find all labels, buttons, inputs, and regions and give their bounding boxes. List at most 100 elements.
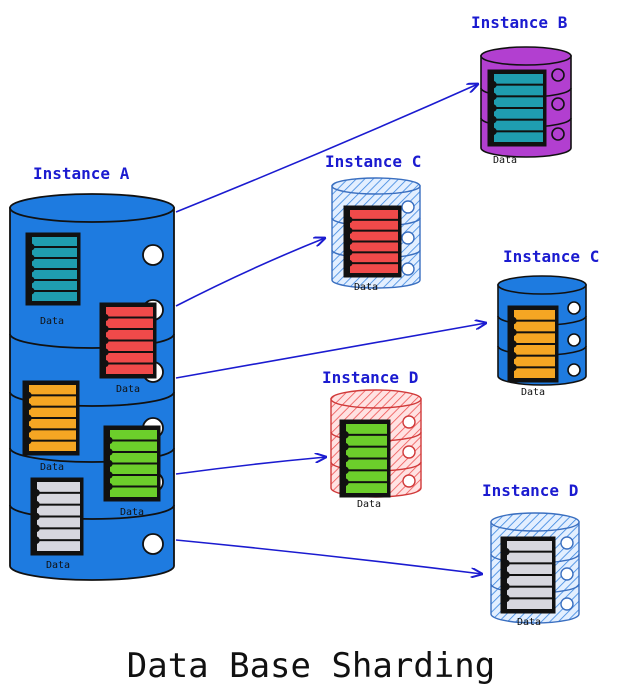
document-row (350, 220, 398, 230)
arrow-to-instance-b (175, 84, 478, 213)
instance-d-bottom-label: Instance D (482, 481, 578, 500)
document-row (106, 353, 153, 363)
instance-c-top: Instance C Data (325, 152, 421, 293)
instance-c-right-doc (507, 305, 559, 383)
instance-b-doc (487, 69, 547, 147)
document-row (507, 552, 552, 563)
document-row (106, 307, 153, 317)
document-row (110, 476, 157, 486)
instance-b-label: Instance B (471, 13, 568, 32)
document-bullet (489, 104, 497, 112)
document-row (507, 564, 552, 574)
document-bullet (24, 391, 32, 399)
document-bullet (27, 276, 35, 284)
document-row (110, 464, 157, 474)
document-bullet (24, 414, 32, 422)
document-bullet (489, 92, 497, 101)
document-row (494, 74, 543, 84)
document-row (507, 587, 552, 598)
document-row (494, 120, 543, 131)
document-row (346, 447, 387, 458)
arrow-to-instance-d-bottom (175, 539, 482, 574)
arrow-to-instance-c-top (175, 238, 325, 307)
document-bullet (24, 425, 32, 433)
document-row (110, 487, 157, 497)
document-bullet (489, 115, 497, 124)
document-bullet (32, 524, 40, 533)
document-row (514, 333, 555, 343)
document-bullet (27, 254, 35, 262)
document-row (29, 396, 76, 406)
document-row (37, 517, 80, 528)
document-bullet (341, 466, 349, 475)
document-bullet (345, 259, 353, 267)
source-doc-teal (25, 232, 81, 306)
diagram-title: Data Base Sharding (127, 646, 495, 686)
document-row (514, 310, 555, 320)
instance-d-bottom-data-label: Data (517, 617, 541, 628)
instance-d-bottom-doc (500, 536, 556, 614)
document-bullet (509, 363, 517, 372)
instance-c-top-label: Instance C (325, 152, 421, 171)
instance-c-right: Instance C Data (497, 247, 599, 398)
document-bullet (105, 459, 113, 468)
document-bullet (489, 127, 497, 136)
document-bullet (345, 248, 353, 256)
document-row (346, 483, 387, 493)
arrows (175, 84, 486, 574)
document-row (350, 231, 398, 241)
document-row (106, 330, 153, 340)
instance-a-label: Instance A (33, 164, 130, 183)
document-row (106, 318, 153, 328)
document-row (350, 253, 398, 263)
instance-d-middle-doc (339, 419, 391, 498)
document-bullet (345, 216, 353, 224)
document-row (106, 341, 153, 351)
document-row (32, 248, 77, 257)
document-bullet (101, 348, 109, 356)
document-row (29, 385, 76, 395)
instance-b: Instance B Data (471, 13, 572, 166)
document-bullet (101, 359, 109, 368)
document-row (494, 97, 543, 107)
document-bullet (24, 403, 32, 411)
document-row (507, 599, 552, 609)
document-bullet (27, 265, 35, 273)
source-data-label-red: Data (116, 384, 140, 395)
source-doc-gray (30, 477, 84, 556)
source-data-label-gray: Data (46, 560, 70, 571)
document-row (29, 407, 76, 417)
document-row (110, 430, 157, 440)
source-data-label-green: Data (120, 507, 144, 518)
document-bullet (101, 313, 109, 322)
document-row (37, 505, 80, 516)
instance-c-right-label: Instance C (503, 247, 599, 266)
document-bullet (502, 571, 510, 579)
document-row (514, 368, 555, 378)
instance-c-right-data-label: Data (521, 387, 545, 398)
document-bullet (32, 512, 40, 521)
source-data-label-teal: Data (40, 316, 64, 327)
document-row (350, 210, 398, 219)
instance-d-bottom: Instance D Data (482, 481, 580, 628)
document-row (514, 345, 555, 355)
document-bullet (32, 500, 40, 509)
document-bullet (32, 536, 40, 544)
document-bullet (105, 448, 113, 456)
source-doc-green (103, 425, 161, 502)
document-row (346, 471, 387, 482)
document-row (110, 441, 157, 451)
document-row (37, 493, 80, 504)
document-bullet (509, 340, 517, 348)
source-doc-red (99, 302, 157, 379)
document-row (32, 281, 77, 290)
document-bullet (341, 442, 349, 451)
document-bullet (101, 325, 109, 333)
document-row (110, 453, 157, 463)
document-row (514, 321, 555, 332)
document-row (37, 541, 80, 551)
document-row (346, 459, 387, 470)
document-bullet (489, 80, 497, 89)
document-bullet (341, 478, 349, 486)
